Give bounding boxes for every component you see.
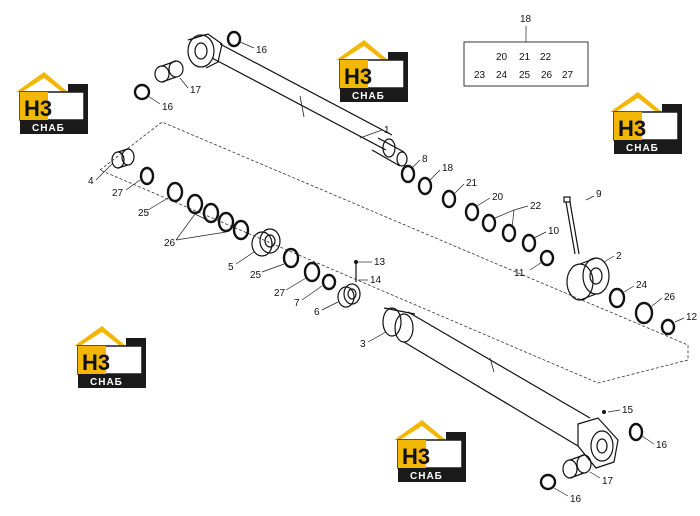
ring-22-b [501,223,517,243]
watermark-logo: H3 CHAБ [393,419,467,483]
bushing-17-b [562,454,592,479]
callout-12: 12 [686,312,698,323]
callout-16-b: 16 [162,102,174,113]
kit-label: 18 [520,14,532,25]
callout-15: 15 [622,405,634,416]
ring-20 [464,202,480,222]
callout-11: 11 [514,268,525,279]
grease-fitting-15 [602,410,606,414]
kit-item-22: 22 [540,52,552,63]
seal-kit-box: 18 20 21 22 23 24 25 26 27 [463,14,589,87]
svg-text:CHAБ: CHAБ [410,471,443,482]
watermark-logo: H3 CHAБ [609,91,683,155]
ring-16-d [539,473,557,491]
callout-24: 24 [636,280,648,291]
callout-25-b: 25 [250,270,262,281]
callout-27-a: 27 [112,188,124,199]
ring-8 [400,164,416,184]
piston-nut-2 [566,257,610,301]
gland-5 [251,228,281,257]
kit-item-21: 21 [519,52,531,63]
kit-item-27: 27 [562,70,574,81]
callout-6: 6 [314,307,320,318]
ring-21 [441,189,457,209]
ring-24 [608,287,626,309]
callout-22: 22 [530,201,542,212]
piston-rod [187,33,408,167]
kit-item-20: 20 [496,52,508,63]
kit-item-26: 26 [541,70,553,81]
svg-text:H3: H3 [24,96,52,121]
ring-16-c [628,422,644,442]
watermark-logo: H3 CHAБ [335,39,409,103]
callout-20: 20 [492,192,504,203]
callout-8: 8 [422,154,428,165]
ring-16-b [133,83,151,101]
callout-9: 9 [596,189,602,200]
callout-26-b: 26 [664,292,676,303]
callout-13: 13 [374,257,386,268]
bolt-9 [563,196,580,255]
seal-kit-outline [99,121,689,384]
callout-3: 3 [360,339,366,350]
kit-item-23: 23 [474,70,486,81]
svg-text:H3: H3 [618,116,646,141]
svg-text:H3: H3 [344,64,372,89]
callout-16-a: 16 [256,45,268,56]
callout-10: 10 [548,226,560,237]
watermark-logo: H3 CHAБ [15,71,89,135]
ring-26-b [634,301,654,325]
ring-16-a [226,30,242,48]
svg-text:CHAБ: CHAБ [32,123,65,134]
leader-lines [95,41,685,497]
kit-item-24: 24 [496,70,508,81]
ring-25-b [282,247,300,269]
ring-26-a4 [232,219,250,241]
ring-27-b [303,261,321,283]
callout-27-b: 27 [274,288,286,299]
ring-22-a [481,213,497,233]
svg-text:CHAБ: CHAБ [626,143,659,154]
ring-10 [521,233,537,253]
kit-item-25: 25 [519,70,531,81]
callout-26-a: 26 [164,238,176,249]
callout-17-b: 17 [602,476,614,487]
callout-4: 4 [88,176,94,187]
watermark-logo: H3 CHAБ [73,325,147,389]
nut-6 [337,283,361,308]
ring-26-a1 [186,193,204,215]
callout-1: 1 [384,125,390,136]
svg-text:CHAБ: CHAБ [352,91,385,102]
callout-7: 7 [294,298,300,309]
callout-numbers: 16 17 16 1 8 18 21 20 22 10 11 9 2 24 26… [88,45,698,505]
callout-18: 18 [442,163,454,174]
ring-7 [321,273,337,291]
callout-5: 5 [228,262,234,273]
callout-14: 14 [370,275,382,286]
callout-25-a: 25 [138,208,150,219]
callout-21: 21 [466,178,478,189]
ring-11 [539,249,555,267]
screw-13-head [354,260,358,264]
svg-text:H3: H3 [82,350,110,375]
callout-17-a: 17 [190,85,202,96]
callout-16-d: 16 [570,494,582,505]
bushing-17-a [154,60,184,83]
cylinder-tube [382,307,619,469]
ring-18 [417,176,433,196]
callout-16-c: 16 [656,440,668,451]
svg-text:CHAБ: CHAБ [90,377,123,388]
ring-12 [660,318,676,336]
callout-2: 2 [616,251,622,262]
ring-26-a3 [217,211,235,233]
ring-27-a [139,166,155,186]
svg-text:H3: H3 [402,444,430,469]
bushing-4 [111,148,135,169]
ring-25-a [166,181,184,203]
